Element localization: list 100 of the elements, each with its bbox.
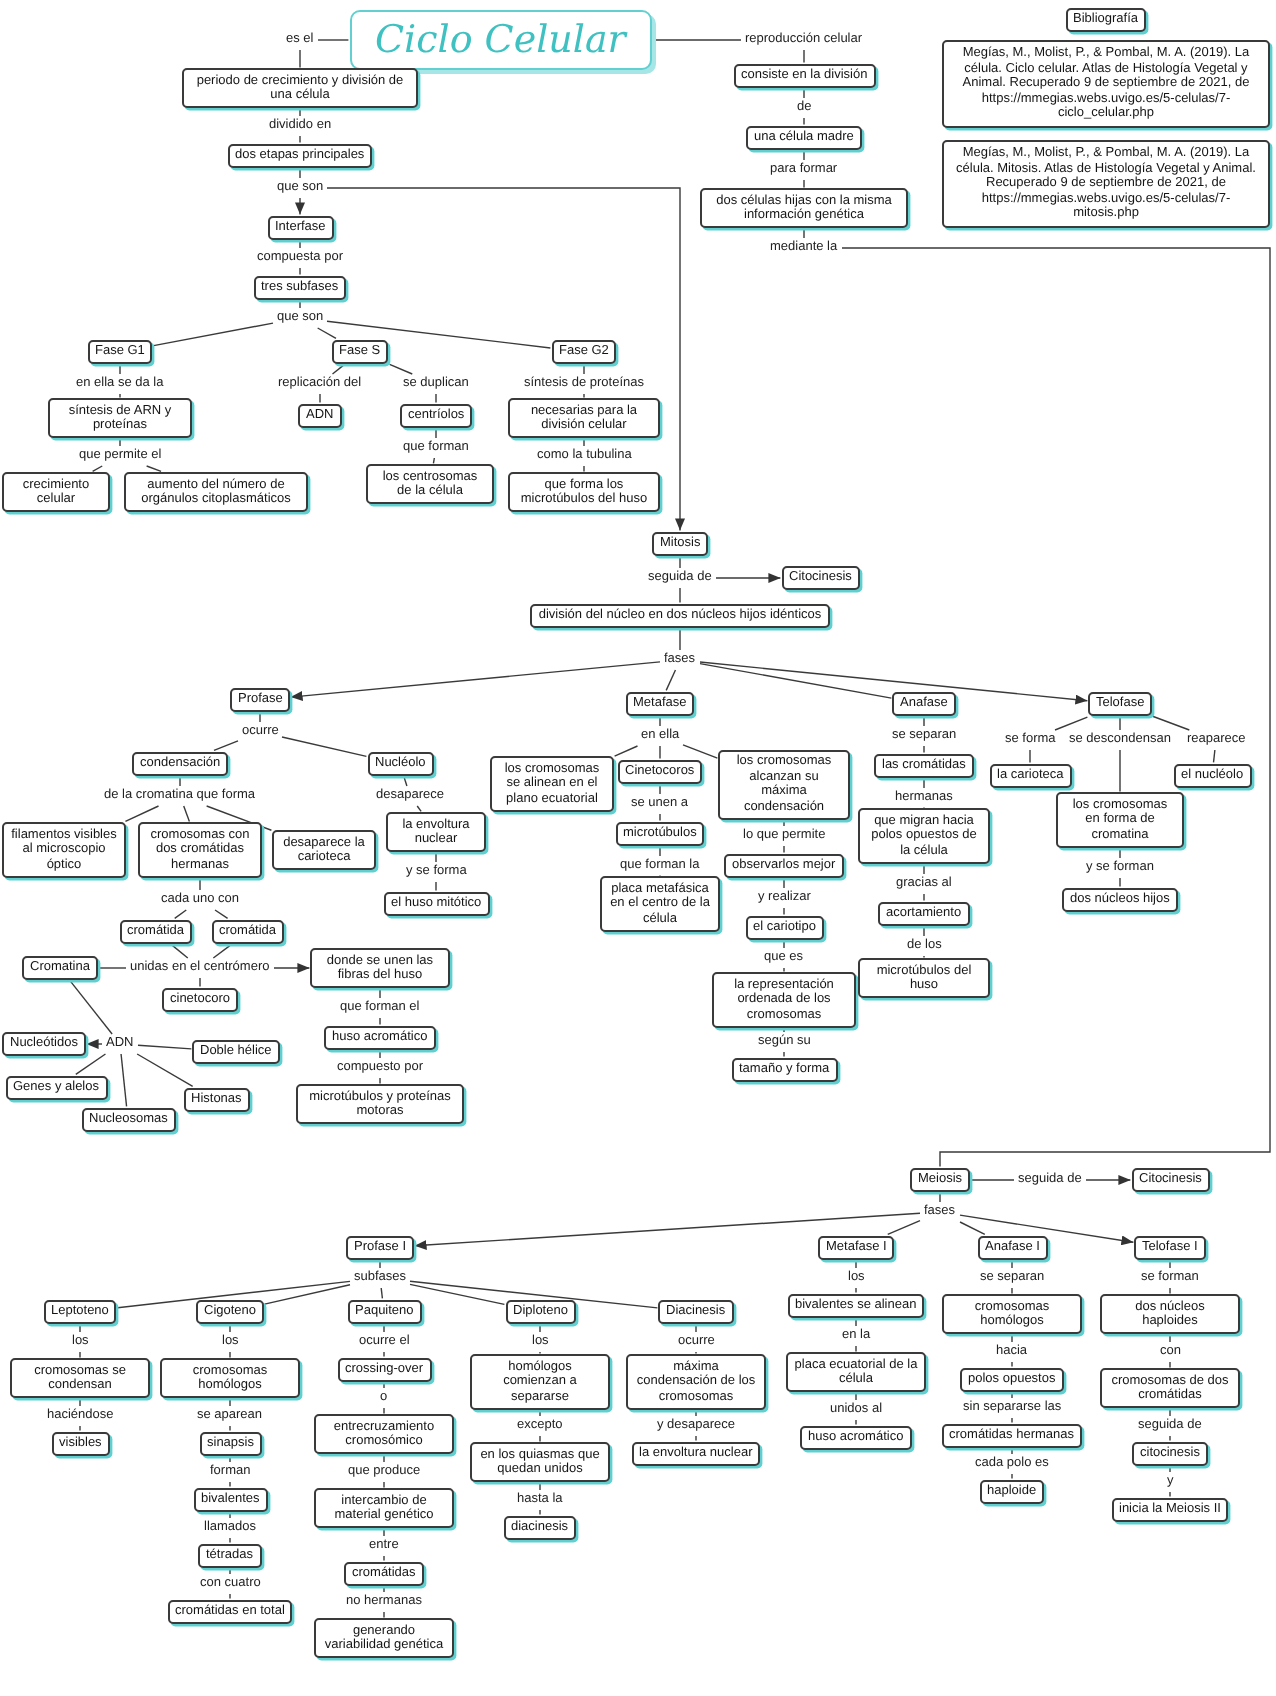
- connector-line: [613, 745, 639, 757]
- connector-line: [319, 393, 321, 404]
- connector-line: [583, 437, 585, 447]
- connector-line: [432, 457, 436, 465]
- connector-line: [659, 784, 661, 795]
- connector-line: [1011, 1333, 1013, 1343]
- connector-line: [388, 363, 413, 375]
- connector-line: [682, 744, 719, 759]
- connector-line: [79, 1397, 81, 1407]
- connector-line: [539, 1409, 541, 1417]
- connector-line: [229, 1481, 231, 1488]
- arrow: [326, 187, 685, 532]
- connector-line: [1169, 1466, 1171, 1473]
- connector-line: [435, 881, 437, 892]
- connector-line: [199, 977, 201, 988]
- connector-line: [695, 1324, 697, 1333]
- connector-line: [783, 878, 785, 889]
- connector-line: [1011, 1417, 1013, 1424]
- connector-line: [379, 1017, 381, 1026]
- connector-line: [803, 227, 805, 239]
- arrow: [715, 573, 782, 583]
- connector-line: [1119, 716, 1121, 731]
- connector-line: [229, 1397, 231, 1407]
- connector-line: [136, 1053, 194, 1088]
- connector-line: [803, 49, 805, 64]
- connector-line: [299, 168, 301, 179]
- connector-line: [137, 1044, 193, 1050]
- connector-line: [120, 1053, 128, 1108]
- connector-line: [316, 327, 337, 340]
- connector-line: [379, 1077, 381, 1085]
- connector-line: [379, 1050, 381, 1059]
- connector-line: [923, 926, 925, 937]
- connector-line: [1169, 1361, 1171, 1369]
- connector-line: [1151, 715, 1191, 731]
- connector-line: [97, 967, 127, 969]
- connector-line: [124, 805, 160, 823]
- connector-line: [152, 322, 274, 347]
- connector-line: [435, 851, 437, 863]
- connector-line: [299, 107, 301, 117]
- connector-line: [923, 745, 925, 754]
- connector-line: [679, 587, 681, 604]
- connector-line: [383, 1527, 385, 1537]
- connector-line: [119, 437, 121, 447]
- connector-line: [539, 1324, 541, 1333]
- connector-line: [539, 1435, 541, 1443]
- connector-line: [299, 267, 301, 276]
- connector-line: [803, 117, 805, 126]
- connector-line: [783, 845, 785, 854]
- connector-line: [665, 669, 677, 692]
- connector-line: [803, 150, 805, 161]
- connector-line: [1169, 1260, 1171, 1269]
- connector-line: [379, 987, 381, 999]
- connector-line: [1169, 1435, 1171, 1442]
- connector-line: [1011, 1287, 1013, 1295]
- connector-line: [116, 1280, 351, 1309]
- connector-line: [1119, 877, 1121, 888]
- connector-line: [409, 1280, 659, 1309]
- connector-line: [281, 736, 368, 758]
- connector-line: [229, 1568, 231, 1575]
- connector-line: [299, 135, 301, 144]
- connector-line: [1011, 1392, 1013, 1399]
- connector-line: [969, 1179, 1015, 1181]
- connector-line: [299, 240, 301, 249]
- connector-line: [229, 1351, 231, 1359]
- connector-line: [119, 393, 121, 399]
- connector-line: [855, 1345, 857, 1353]
- connector-line: [79, 1351, 81, 1359]
- connector-line: [75, 1053, 107, 1076]
- connector-line: [923, 893, 925, 902]
- connector-line: [409, 1283, 506, 1306]
- connector-line: [695, 1409, 697, 1417]
- connector-line: [695, 1435, 697, 1442]
- connector-line: [1029, 749, 1031, 764]
- connector-line: [1011, 1260, 1013, 1269]
- connector-line: [174, 909, 187, 920]
- connector-line: [939, 1192, 941, 1203]
- connector-line: [213, 740, 239, 752]
- arrow: [273, 963, 311, 973]
- connector-line: [179, 776, 181, 787]
- connector-line: [119, 364, 121, 375]
- connector-line: [383, 1453, 385, 1463]
- connector-line: [79, 1425, 81, 1432]
- connector-line: [212, 944, 231, 959]
- connector-line: [199, 877, 201, 891]
- connector-line: [383, 1481, 385, 1489]
- connector-line: [435, 393, 437, 404]
- connector-line: [91, 465, 103, 473]
- connector-line: [923, 863, 925, 875]
- connector-line: [539, 1509, 541, 1516]
- connector-line: [1169, 1407, 1171, 1417]
- connector-line: [299, 300, 301, 309]
- connector-line: [783, 940, 785, 949]
- connector-line: [299, 49, 301, 69]
- connector-line: [855, 1260, 857, 1269]
- connector-line: [383, 1586, 385, 1593]
- connector-line: [1212, 749, 1216, 764]
- connector-line: [959, 1221, 986, 1236]
- connector-line: [263, 1284, 351, 1305]
- connector-line: [1119, 847, 1121, 859]
- connector-line: [1169, 1491, 1171, 1498]
